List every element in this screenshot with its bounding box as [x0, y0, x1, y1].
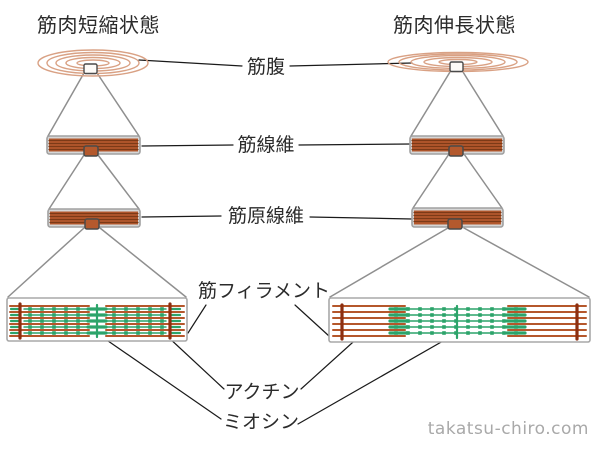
- label-myofilament: 筋フィラメント: [198, 280, 330, 302]
- leader-lines: [97, 59, 458, 425]
- muscle-fiber-stretched-illustration: [409, 135, 505, 157]
- sarcomere-shortened-illustration: [6, 297, 188, 342]
- label-muscle-fiber: 筋線維: [237, 134, 294, 156]
- title-muscle-stretched: 筋肉伸長状態: [393, 13, 516, 37]
- muscle-belly-shortened-illustration: [37, 49, 149, 77]
- title-muscle-shortened: 筋肉短縮状態: [37, 13, 160, 37]
- sarcomere-stretched-illustration: [328, 297, 591, 343]
- muscle-belly-stretched-illustration: [387, 51, 529, 73]
- magnification-cone-lines: [7, 71, 590, 298]
- label-muscle-belly: 筋腹: [247, 56, 285, 78]
- watermark-text: takatsu-chiro.com: [428, 419, 589, 439]
- label-myofibril: 筋原線維: [228, 205, 304, 227]
- myofibril-stretched-illustration: [411, 207, 504, 230]
- label-actin: アクチン: [224, 381, 299, 403]
- myofibril-shortened-illustration: [47, 208, 141, 230]
- label-myosin: ミオシン: [223, 411, 299, 433]
- muscle-fiber-shortened-illustration: [46, 135, 141, 157]
